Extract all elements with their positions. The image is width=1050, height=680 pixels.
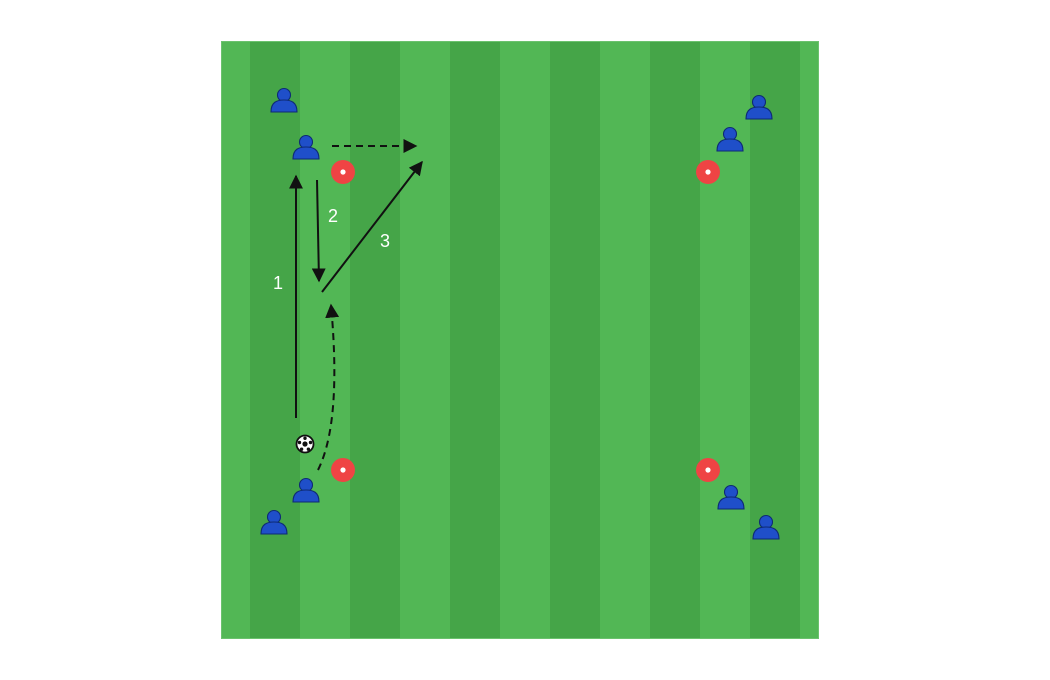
cone-icon [331, 160, 355, 184]
cones [331, 160, 720, 482]
pitch-stripe [500, 41, 550, 639]
pitch-stripe [600, 41, 650, 639]
pitch-border [221, 41, 819, 639]
cone-icon [331, 458, 355, 482]
pitch-stripe [300, 41, 350, 639]
arrow-pass-3 [321, 160, 423, 293]
cone-icon [696, 458, 720, 482]
step-label-1: 1 [273, 273, 283, 293]
step-label-2: 2 [328, 206, 338, 226]
pitch-stripe [800, 41, 819, 639]
soccer-ball-icon [295, 434, 315, 454]
arrow-pass-2 [311, 179, 326, 283]
arrow-run-curved [317, 303, 340, 471]
step-label-3: 3 [380, 231, 390, 251]
pitch-stripes [221, 41, 819, 639]
cone-icon [696, 160, 720, 184]
pitch-stripe [221, 41, 250, 639]
pitch-stripe [400, 41, 450, 639]
movement-arrows [289, 139, 423, 471]
pitch [221, 41, 819, 639]
